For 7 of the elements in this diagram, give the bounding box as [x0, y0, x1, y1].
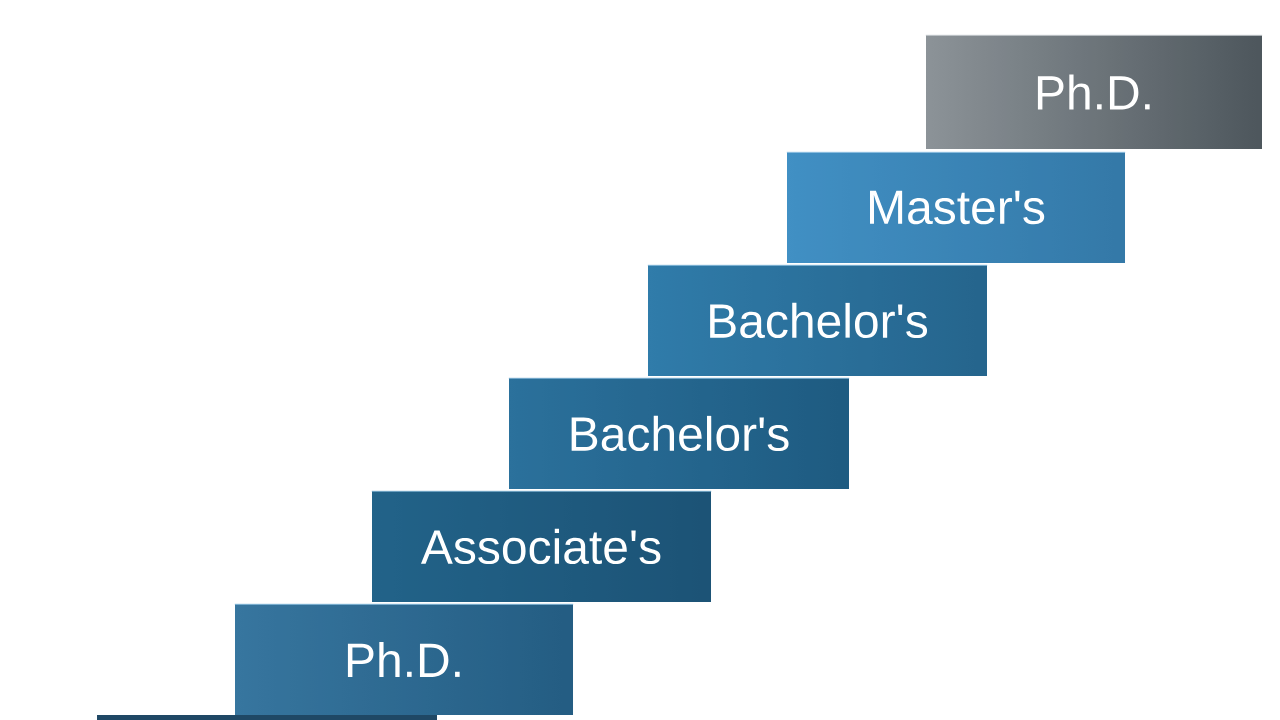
step-box: Associate's	[371, 490, 712, 602]
step-box: Bachelor's	[647, 264, 988, 376]
step-box: Master's	[786, 151, 1126, 263]
step-box: Ph.D.	[925, 34, 1263, 149]
step-box: Ph.D.	[234, 603, 574, 715]
step-box	[97, 715, 437, 720]
step-box: Bachelor's	[508, 377, 850, 489]
